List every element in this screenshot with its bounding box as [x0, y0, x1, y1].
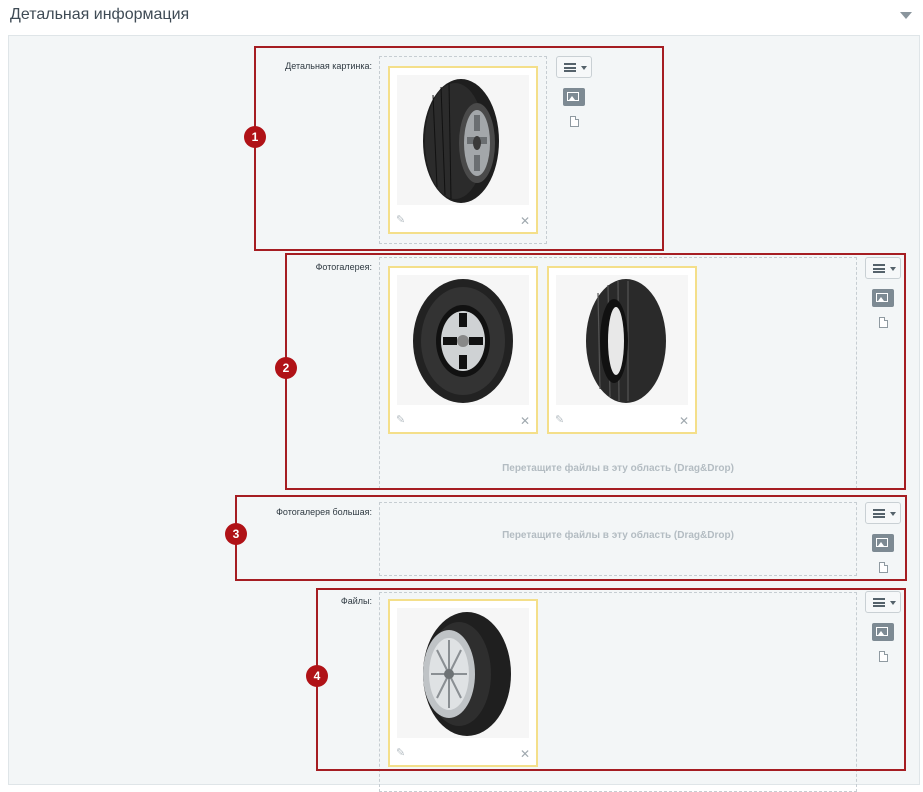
gallery-menu-button[interactable] [865, 257, 901, 279]
gallery-dropzone-text: Перетащите файлы в эту область (Drag&Dro… [502, 463, 734, 474]
gallery-label: Фотогалерея: [315, 262, 372, 272]
section-header[interactable]: Детальная информация [0, 0, 923, 33]
image-icon[interactable] [872, 289, 894, 307]
close-icon[interactable]: ✕ [678, 414, 689, 428]
tire-image [397, 275, 529, 405]
close-icon[interactable]: ✕ [519, 747, 530, 761]
file-icon[interactable] [570, 116, 579, 127]
file-icon[interactable] [879, 562, 888, 573]
chevron-down-icon[interactable] [900, 12, 912, 19]
detail-picture-menu-button[interactable] [556, 56, 592, 78]
badge-4: 4 [306, 665, 328, 687]
caret-down-icon [581, 66, 587, 70]
gallery-thumb-2[interactable]: ✎ ✕ [547, 266, 697, 434]
close-icon[interactable]: ✕ [519, 414, 530, 428]
tire-image [556, 275, 688, 405]
caret-down-icon [890, 512, 896, 516]
tire-image [397, 608, 529, 738]
menu-icon [873, 264, 885, 273]
detail-picture-dropzone[interactable] [379, 56, 547, 244]
files-menu-button[interactable] [865, 591, 901, 613]
menu-icon [873, 509, 885, 518]
gallery-thumb-1[interactable]: ✎ ✕ [388, 266, 538, 434]
pencil-icon[interactable]: ✎ [555, 414, 565, 426]
caret-down-icon [890, 601, 896, 605]
caret-down-icon [890, 267, 896, 271]
files-thumb[interactable]: ✎ ✕ [388, 599, 538, 767]
section-title: Детальная информация [10, 6, 190, 23]
image-icon[interactable] [872, 623, 894, 641]
menu-icon [564, 63, 576, 72]
gallery-big-dropzone-text: Перетащите файлы в эту область (Drag&Dro… [502, 530, 734, 541]
badge-2: 2 [275, 357, 297, 379]
highlight-box-3 [235, 495, 907, 581]
tire-image [397, 75, 529, 205]
badge-1: 1 [244, 126, 266, 148]
close-icon[interactable]: ✕ [519, 214, 530, 228]
files-label: Файлы: [340, 596, 372, 606]
gallery-big-label: Фотогалерея большая: [276, 507, 372, 517]
detail-picture-thumb[interactable]: ✎ ✕ [388, 66, 538, 234]
highlight-box-2 [285, 253, 906, 490]
pencil-icon[interactable]: ✎ [396, 414, 406, 426]
highlight-box-4 [316, 588, 906, 771]
menu-icon [873, 598, 885, 607]
image-icon[interactable] [563, 88, 585, 106]
gallery-big-dropzone[interactable] [379, 502, 857, 576]
image-icon[interactable] [872, 534, 894, 552]
pencil-icon[interactable]: ✎ [396, 214, 406, 226]
highlight-box-1 [254, 46, 664, 251]
pencil-icon[interactable]: ✎ [396, 747, 406, 759]
detail-picture-label: Детальная картинка: [285, 61, 372, 71]
gallery-big-menu-button[interactable] [865, 502, 901, 524]
badge-3: 3 [225, 523, 247, 545]
file-icon[interactable] [879, 317, 888, 328]
file-icon[interactable] [879, 651, 888, 662]
